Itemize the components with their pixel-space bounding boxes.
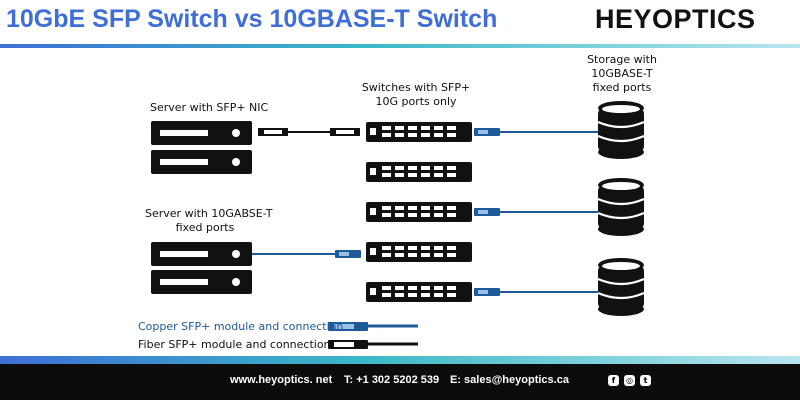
storage-1 xyxy=(597,101,645,159)
server-10gbase-t-top xyxy=(151,242,252,266)
label-storage-line1: Storage with xyxy=(587,53,657,66)
server-sfp-bottom xyxy=(151,150,252,174)
facebook-icon[interactable]: f xyxy=(608,375,619,386)
server-sfp-top xyxy=(151,121,252,145)
copper-connection-2 xyxy=(474,208,598,216)
label-storage-line3: fixed ports xyxy=(592,81,652,94)
switch-5 xyxy=(366,282,472,302)
copper-connection-1 xyxy=(474,128,598,136)
legend-copper-glyph xyxy=(328,322,418,331)
label-server-10gbase-t-line2: fixed ports xyxy=(175,221,235,234)
page-title: 10GbE SFP Switch vs 10GBASE-T Switch xyxy=(6,5,498,33)
footer-website[interactable]: www.heyoptics. net xyxy=(230,374,333,386)
heyoptics-logo: HEYOPTICS xyxy=(595,4,756,34)
label-switches-line1: Switches with SFP+ xyxy=(361,81,471,94)
bottom-gradient-stripe xyxy=(0,356,800,364)
twitter-icon[interactable]: t xyxy=(640,375,651,386)
instagram-icon[interactable]: ◎ xyxy=(624,375,635,386)
label-server-10gbase-t: Server with 10GABSE-T fixed ports xyxy=(145,207,273,235)
footer-phone: T: +1 302 5202 539 xyxy=(344,374,440,386)
switch-1 xyxy=(366,122,472,142)
top-gradient-stripe xyxy=(0,44,800,48)
switch-3 xyxy=(366,202,472,222)
label-server-10gbase-t-line1: Server with 10GABSE-T xyxy=(145,207,273,220)
legend-copper-label: Copper SFP+ module and connection xyxy=(138,320,344,333)
storage-2 xyxy=(597,178,645,236)
copper-connection-server xyxy=(252,250,361,258)
fiber-connection xyxy=(258,128,360,136)
label-storage-line2: 10GBASE-T xyxy=(591,67,653,80)
label-switches: Switches with SFP+ 10G ports only xyxy=(358,81,474,109)
label-server-sfp: Server with SFP+ NIC xyxy=(150,101,269,114)
label-storage: Storage with 10GBASE-T fixed ports xyxy=(572,53,672,95)
copper-connection-3 xyxy=(474,288,598,296)
legend-fiber-label: Fiber SFP+ module and connection xyxy=(138,338,331,351)
storage-3 xyxy=(597,258,645,316)
footer-email[interactable]: E: sales@heyoptics.ca xyxy=(450,374,569,386)
footer-bar: www.heyoptics. net T: +1 302 5202 539 E:… xyxy=(0,364,800,400)
label-switches-line2: 10G ports only xyxy=(375,95,457,108)
switch-4 xyxy=(366,242,472,262)
server-10gbase-t-bottom xyxy=(151,270,252,294)
legend-fiber-glyph xyxy=(328,340,418,349)
switch-2 xyxy=(366,162,472,182)
